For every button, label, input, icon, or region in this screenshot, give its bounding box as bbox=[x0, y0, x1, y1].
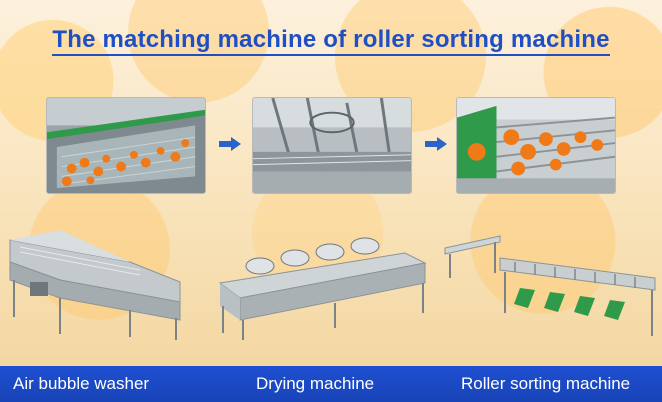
roller-sorting-machine-caption: Roller sorting machine bbox=[461, 374, 631, 393]
page-title: The matching machine of roller sorting m… bbox=[0, 26, 662, 56]
drying-machine-image bbox=[215, 228, 430, 343]
roller-sorting-machine-image bbox=[440, 228, 662, 343]
washing-process-photo bbox=[46, 97, 206, 194]
right-arrow-icon bbox=[219, 137, 241, 151]
drying-machine-caption: Drying machine bbox=[256, 374, 375, 393]
right-arrow-icon bbox=[425, 137, 447, 151]
air-bubble-washer-machine-image bbox=[0, 222, 185, 342]
sorting-process-photo bbox=[456, 97, 616, 194]
air-bubble-washer-caption: Air bubble washer bbox=[13, 374, 150, 393]
drying-process-photo bbox=[252, 97, 412, 194]
caption-bar: Air bubble washer Drying machine Roller … bbox=[0, 366, 662, 402]
